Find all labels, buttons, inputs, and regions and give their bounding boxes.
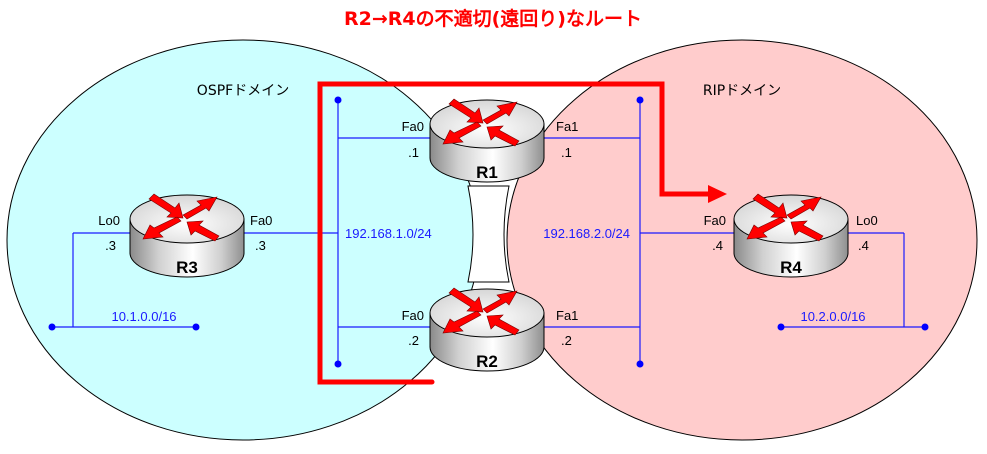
segment-10-1-0-0: [52, 232, 196, 328]
r3-if-right: Fa0: [250, 213, 272, 228]
r3-ip-right: .3: [255, 238, 266, 253]
r1-ip-left: .1: [408, 145, 419, 160]
segment-endpoint: [636, 96, 644, 104]
router-r4-name: R4: [780, 258, 802, 277]
r4-ip-left: .4: [712, 238, 723, 253]
r1-ip-right: .1: [561, 145, 572, 160]
rip-domain-label: RIPドメイン: [703, 83, 781, 99]
r1-r2-connector: [467, 185, 510, 283]
r1-if-left: Fa0: [402, 119, 424, 134]
segment-endpoint: [48, 323, 56, 331]
segment-10-2-0-0: [781, 232, 925, 328]
diagram-title: R2→R4の不適切(遠回り)なルート: [344, 7, 642, 30]
r4-if-left: Fa0: [704, 213, 726, 228]
router-r1[interactable]: R1: [429, 98, 545, 183]
r1-if-right: Fa1: [556, 119, 578, 134]
router-r3[interactable]: R3: [129, 193, 245, 278]
r2-if-right: Fa1: [556, 308, 578, 323]
lo-r4-label: 10.2.0.0/16: [800, 309, 865, 324]
r2-if-left: Fa0: [402, 308, 424, 323]
r4-if-right: Lo0: [856, 213, 878, 228]
r2-ip-right: .2: [561, 333, 572, 348]
router-r4[interactable]: R4: [733, 193, 849, 278]
segment-endpoint: [636, 360, 644, 368]
r2-ip-left: .2: [408, 333, 419, 348]
arrow-right-icon: [708, 185, 727, 203]
segment-endpoint: [777, 323, 785, 331]
router-r1-name: R1: [476, 163, 498, 182]
router-r2[interactable]: R2: [429, 287, 545, 372]
segment-endpoint: [334, 360, 342, 368]
lo-r3-label: 10.1.0.0/16: [111, 309, 176, 324]
router-r2-name: R2: [476, 352, 498, 371]
r3-ip-left: .3: [105, 238, 116, 253]
segment-192-168-2-0: [543, 100, 735, 364]
router-r3-name: R3: [176, 258, 198, 277]
net1-label: 192.168.1.0/24: [345, 226, 432, 241]
segment-endpoint: [921, 323, 929, 331]
r4-ip-right: .4: [858, 238, 869, 253]
r3-if-left: Lo0: [98, 213, 120, 228]
net2-label: 192.168.2.0/24: [543, 226, 630, 241]
suboptimal-route-path: [317, 81, 715, 385]
segment-endpoint: [334, 96, 342, 104]
ospf-domain-label: OSPFドメイン: [197, 83, 289, 99]
segment-endpoint: [192, 323, 200, 331]
